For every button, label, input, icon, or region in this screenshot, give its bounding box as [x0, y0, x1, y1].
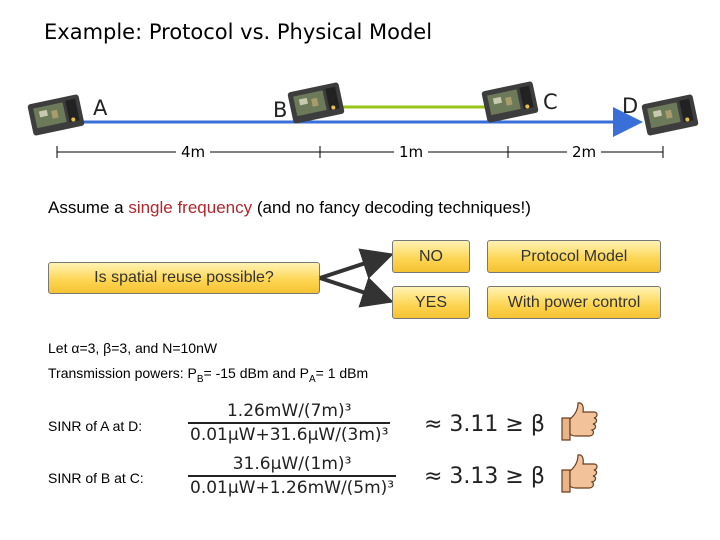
node-label-c: C — [543, 90, 558, 114]
question-box: Is spatial reuse possible? — [48, 262, 320, 294]
network-diagram — [27, 80, 699, 158]
sensor-device-icon — [641, 93, 699, 137]
distance-label-bc: 1m — [394, 143, 429, 161]
answer-yes: YES — [392, 286, 470, 319]
sensor-device-icon — [287, 81, 345, 125]
page-title: Example: Protocol vs. Physical Model — [44, 20, 433, 44]
sinr-b-fraction: 31.6μW/(1m)³ 0.01μW+1.26mW/(5m)³ — [188, 454, 397, 498]
sinr-a-denominator: 0.01μW+31.6μW/(3m)³ — [190, 424, 389, 445]
protocol-model-box: Protocol Model — [487, 240, 661, 273]
arrow-icon — [319, 248, 394, 280]
thumbs-up-icon — [561, 454, 598, 493]
branch-arrows — [319, 248, 394, 308]
sinr-b-numerator: 31.6μW/(1m)³ — [232, 454, 352, 474]
assumption-text: Assume a single frequency (and no fancy … — [48, 198, 531, 218]
node-label-b: B — [273, 98, 288, 122]
answer-no: NO — [392, 240, 470, 273]
sinr-a-label: SINR of A at D: — [48, 418, 143, 434]
thumbs-up-icon — [561, 402, 598, 441]
transmission-powers: Transmission powers: PB= -15 dBm and PA=… — [48, 365, 369, 385]
node-label-a: A — [93, 96, 108, 120]
sinr-b-label: SINR of B at C: — [48, 470, 144, 486]
arrow-icon — [319, 276, 394, 308]
assumption-highlight: single frequency — [128, 198, 253, 217]
sensor-device-icon — [27, 93, 85, 137]
sinr-a-fraction: 1.26mW/(7m)³ 0.01μW+31.6μW/(3m)³ — [188, 401, 391, 445]
sinr-a-result: ≈ 3.11 ≥ β — [424, 412, 545, 437]
assumption-suffix: (and no fancy decoding techniques!) — [252, 198, 531, 217]
parameters-text: Let α=3, β=3, and N=10nW — [48, 340, 218, 356]
sinr-b-result: ≈ 3.13 ≥ β — [424, 464, 545, 489]
distance-label-cd: 2m — [567, 143, 602, 161]
sensor-device-icon — [481, 80, 539, 124]
sinr-a-numerator: 1.26mW/(7m)³ — [226, 401, 352, 421]
sinr-b-denominator: 0.01μW+1.26mW/(5m)³ — [190, 477, 395, 498]
power-control-box: With power control — [487, 286, 661, 319]
node-label-d: D — [622, 94, 639, 118]
assumption-prefix: Assume a — [48, 198, 129, 217]
distance-label-ab: 4m — [176, 143, 211, 161]
